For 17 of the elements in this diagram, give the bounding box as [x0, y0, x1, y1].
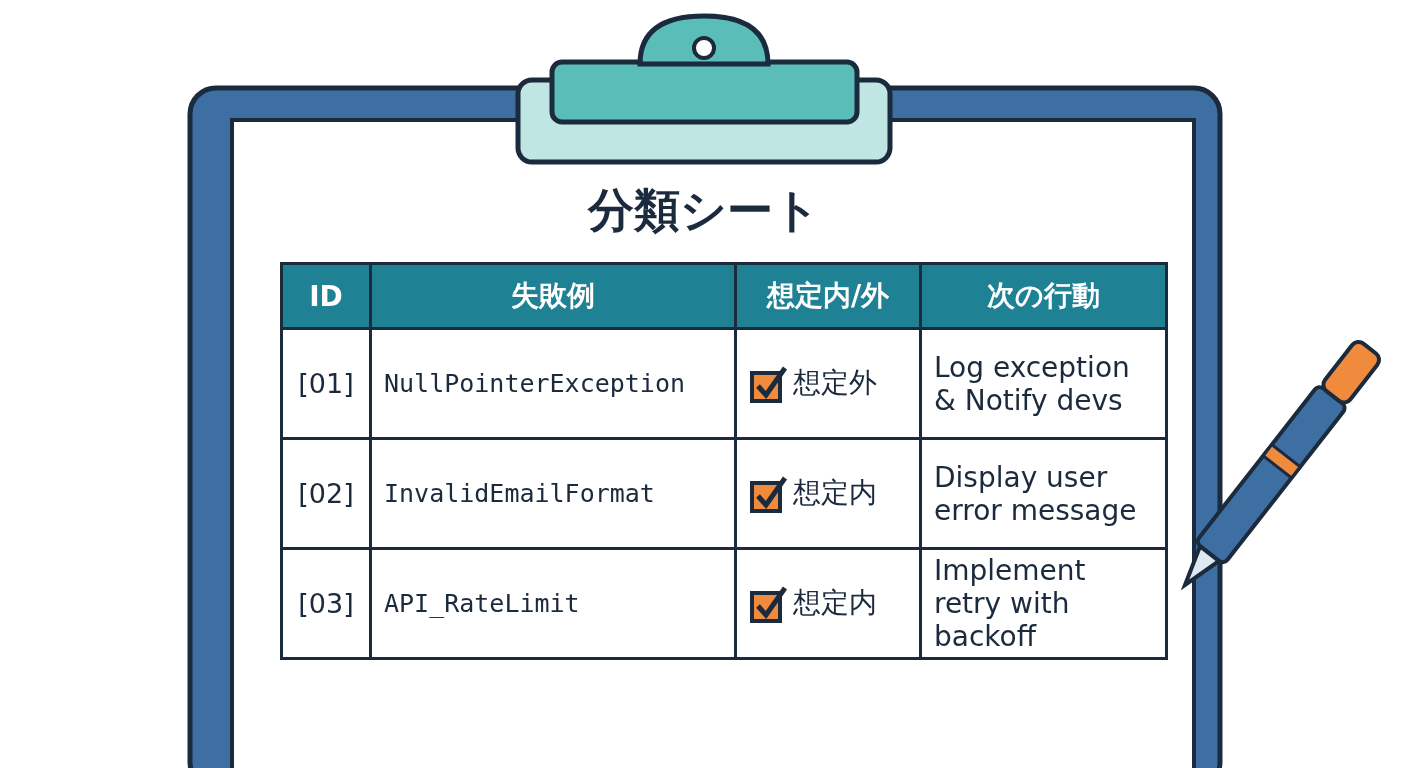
header-cell: 想定内/外 — [735, 263, 921, 329]
action-cell: Display user error message — [920, 438, 1167, 549]
status-text: 想定内 — [793, 475, 877, 509]
error-name-cell: InvalidEmailFormat — [370, 438, 736, 549]
status-text: 想定外 — [793, 365, 877, 399]
action-cell: Implement retry with backoff — [920, 548, 1167, 659]
header-cell: 次の行動 — [920, 263, 1167, 329]
error-name-cell: NullPointerException — [370, 328, 736, 439]
error-name-cell: API_RateLimit — [370, 548, 736, 659]
header-cell: ID — [281, 263, 371, 329]
id-cell: [02] — [281, 438, 371, 549]
id-cell: [03] — [281, 548, 371, 659]
header-cell: 失敗例 — [370, 263, 736, 329]
action-cell: Log exception & Notify devs — [920, 328, 1167, 439]
status-text: 想定内 — [793, 585, 877, 619]
id-cell: [01] — [281, 328, 371, 439]
sheet-title: 分類シート — [586, 182, 821, 239]
